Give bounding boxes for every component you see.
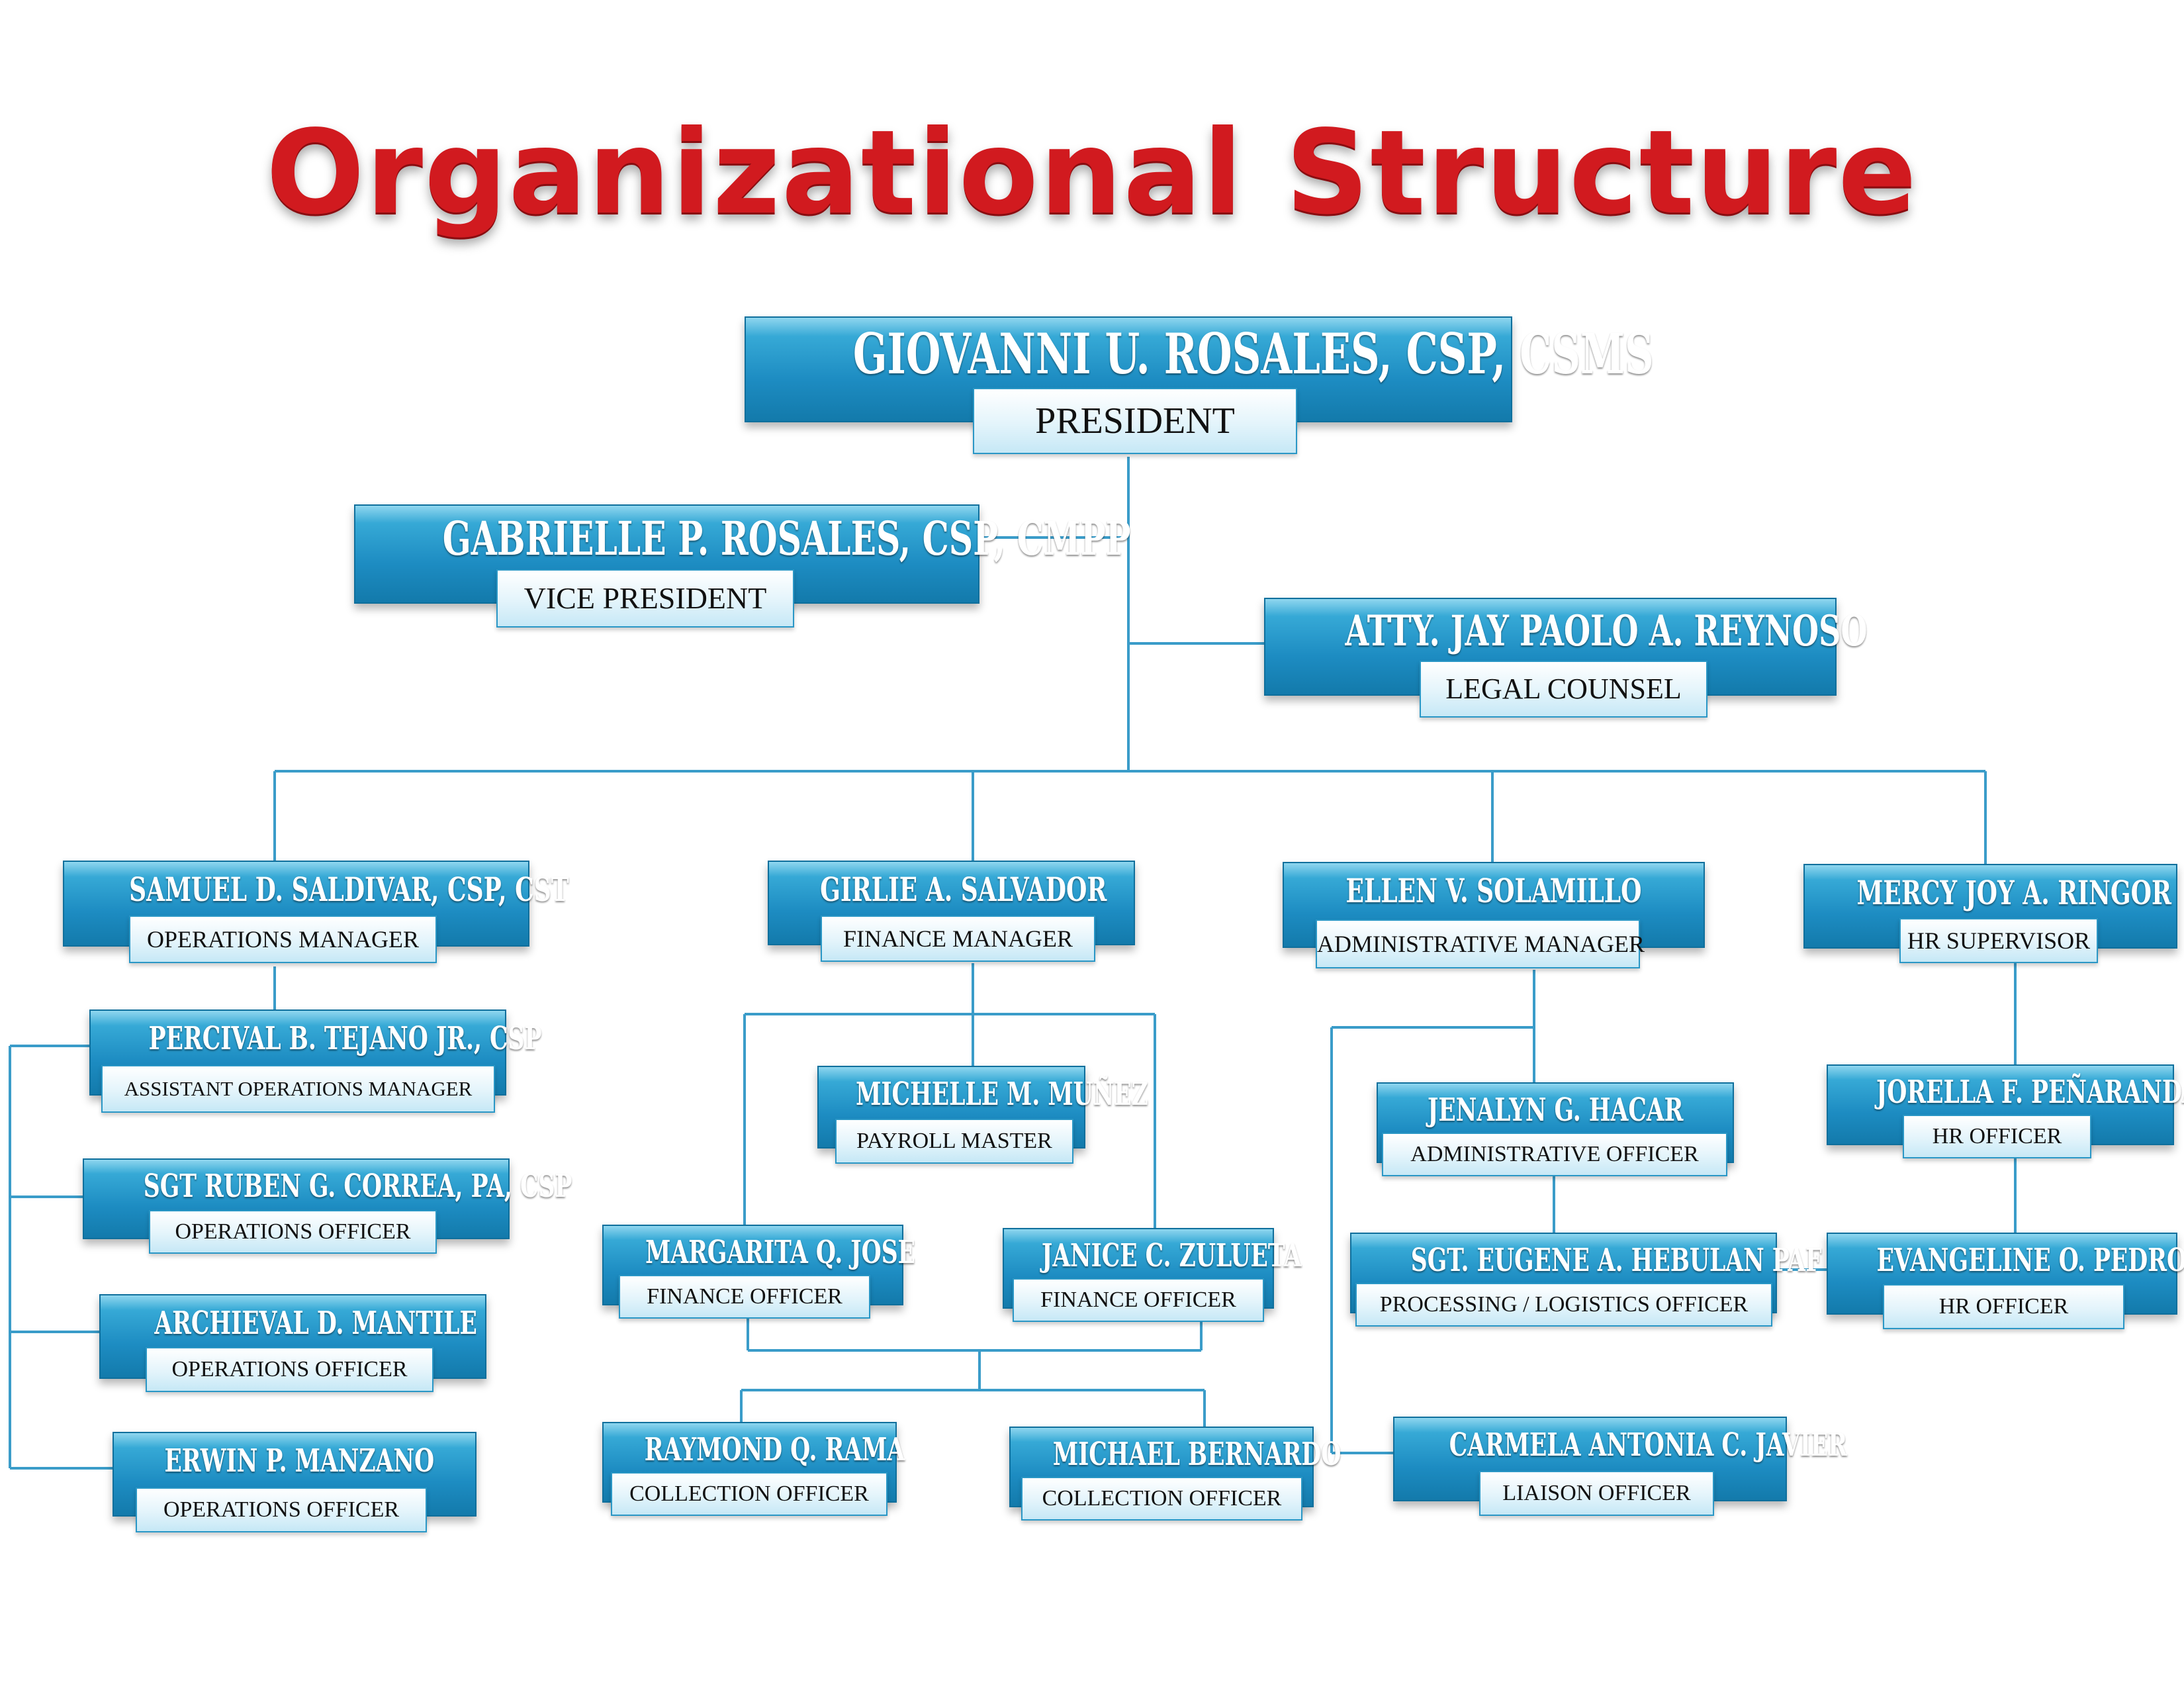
node-payroll: MICHELLE M. MUÑEZ PAYROLL MASTER (817, 1066, 1148, 1165)
node-name: SAMUEL D. SALDIVAR, CSP, CST (129, 870, 569, 909)
node-title: COLLECTION OFFICER (1021, 1477, 1302, 1521)
node-title: FINANCE MANAGER (821, 915, 1095, 962)
node-hr-sup: MERCY JOY A. RINGOR HR SUPERVISOR (1803, 864, 2177, 963)
node-asst-ops: PERCIVAL B. TEJANO JR., CSP ASSISTANT OP… (89, 1009, 542, 1115)
node-name: ARCHIEVAL D. MANTILE (154, 1305, 477, 1342)
node-proc: SGT. EUGENE A. HEBULAN PAF PROCESSING / … (1350, 1233, 1822, 1329)
node-title: LEGAL COUNSEL (1420, 661, 1707, 718)
node-title: OPERATIONS OFFICER (136, 1487, 427, 1532)
node-title: LIAISON OFFICER (1479, 1471, 1714, 1516)
node-name: JANICE C. ZULUETA (1041, 1237, 1302, 1274)
node-admin-mgr: ELLEN V. SOLAMILLO ADMINISTRATIVE MANAGE… (1283, 862, 1705, 970)
node-title: FINANCE OFFICER (619, 1275, 870, 1319)
node-fin-2: JANICE C. ZULUETA FINANCE OFFICER (1003, 1228, 1302, 1324)
node-title: COLLECTION OFFICER (611, 1472, 887, 1516)
node-name: MICHELLE M. MUÑEZ (856, 1076, 1148, 1113)
node-name: RAYMOND Q. RAMA (644, 1431, 905, 1468)
node-name: MICHAEL BERNARDO (1052, 1436, 1342, 1473)
node-name: EVANGELINE O. PEDROZO (1876, 1242, 2184, 1279)
node-fin-1: MARGARITA Q. JOSE FINANCE OFFICER (602, 1225, 916, 1321)
node-title: ADMINISTRATIVE MANAGER (1316, 919, 1645, 968)
node-title: HR SUPERVISOR (1899, 918, 2098, 963)
node-title: ADMINISTRATIVE OFFICER (1382, 1133, 1727, 1176)
node-title: OPERATIONS MANAGER (129, 915, 437, 963)
node-title: VICE PRESIDENT (496, 569, 794, 628)
node-hr-2: EVANGELINE O. PEDROZO HR OFFICER (1827, 1233, 2184, 1332)
node-legal: ATTY. JAY PAOLO A. REYNOSO LEGAL COUNSEL (1264, 598, 1868, 718)
node-liaison: CARMELA ANTONIA C. JAVIER LIAISON OFFICE… (1393, 1417, 1848, 1519)
page-title: Organizational Structure (266, 106, 1918, 240)
node-title: PAYROLL MASTER (835, 1119, 1073, 1164)
node-fin-mgr: GIRLIE A. SALVADOR FINANCE MANAGER (768, 861, 1135, 963)
node-name: ATTY. JAY PAOLO A. REYNOSO (1345, 606, 1868, 656)
node-admin-off: JENALYN G. HACAR ADMINISTRATIVE OFFICER (1377, 1082, 1734, 1178)
node-name: GABRIELLE P. ROSALES, CSP, CMPP (442, 511, 1131, 566)
node-name: PERCIVAL B. TEJANO JR., CSP (148, 1020, 542, 1057)
node-name: ERWIN P. MANZANO (164, 1442, 435, 1479)
node-ops-2: ARCHIEVAL D. MANTILE OPERATIONS OFFICER (99, 1294, 486, 1393)
node-title: OPERATIONS OFFICER (146, 1347, 433, 1392)
node-name: MARGARITA Q. JOSE (645, 1234, 916, 1271)
node-name: CARMELA ANTONIA C. JAVIER (1449, 1427, 1848, 1464)
node-coll-2: MICHAEL BERNARDO COLLECTION OFFICER (1009, 1427, 1342, 1523)
node-ops-mgr: SAMUEL D. SALDIVAR, CSP, CST OPERATIONS … (63, 861, 569, 966)
node-name: MERCY JOY A. RINGOR (1856, 873, 2171, 912)
node-title: FINANCE OFFICER (1013, 1278, 1264, 1322)
node-title: HR OFFICER (1883, 1284, 2124, 1329)
node-name: SGT RUBEN G. CORREA, PA, CSP (143, 1168, 572, 1205)
node-name: GIRLIE A. SALVADOR (820, 870, 1107, 909)
name-bar: CARMELA ANTONIA C. JAVIER (1393, 1417, 1848, 1501)
node-ops-3: ERWIN P. MANZANO OPERATIONS OFFICER (113, 1432, 477, 1534)
node-title: OPERATIONS OFFICER (149, 1210, 437, 1254)
node-title: ASSISTANT OPERATIONS MANAGER (101, 1065, 495, 1113)
node-name: SGT. EUGENE A. HEBULAN PAF (1410, 1242, 1822, 1279)
node-title: PRESIDENT (973, 388, 1297, 454)
node-president: GIOVANNI U. ROSALES, CSP, CSMS PRESIDENT (745, 316, 1654, 457)
node-name: JORELLA F. PEÑARANDA (1876, 1074, 2184, 1111)
node-title: HR OFFICER (1903, 1115, 2091, 1158)
name-bar: JORELLA F. PEÑARANDA (1827, 1064, 2184, 1145)
node-name: GIOVANNI U. ROSALES, CSP, CSMS (852, 321, 1654, 387)
node-hr-1: JORELLA F. PEÑARANDA HR OFFICER (1827, 1064, 2184, 1160)
node-name: JENALYN G. HACAR (1428, 1092, 1684, 1129)
node-vp: GABRIELLE P. ROSALES, CSP, CMPP VICE PRE… (354, 504, 1131, 630)
node-title: PROCESSING / LOGISTICS OFFICER (1355, 1283, 1772, 1327)
node-ops-1: SGT RUBEN G. CORREA, PA, CSP OPERATIONS … (83, 1158, 572, 1254)
node-name: ELLEN V. SOLAMILLO (1345, 871, 1642, 910)
node-coll-1: RAYMOND Q. RAMA COLLECTION OFFICER (602, 1422, 905, 1518)
